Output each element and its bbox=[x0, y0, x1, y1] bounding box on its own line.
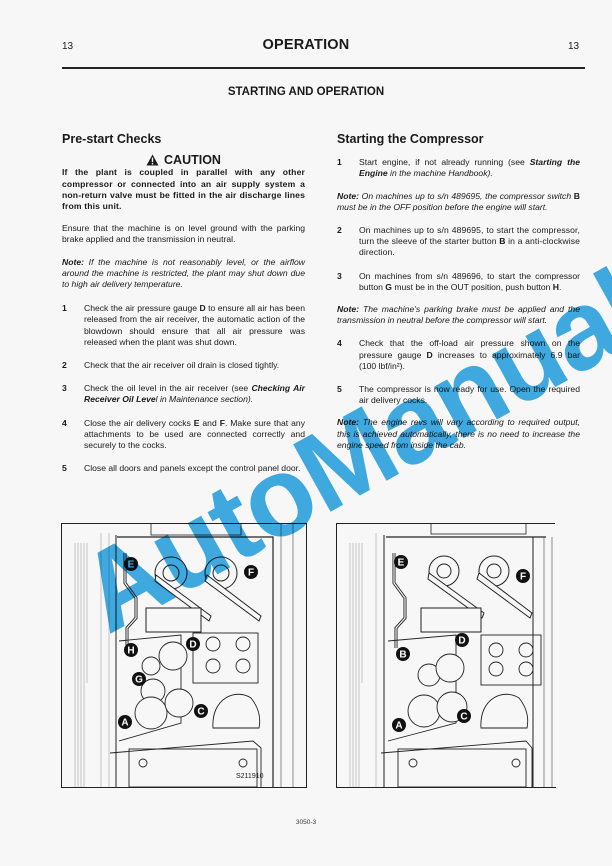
note-label: Note: bbox=[62, 256, 84, 267]
label-g: G bbox=[132, 672, 146, 686]
header-rule bbox=[62, 67, 585, 69]
svg-text:D: D bbox=[189, 640, 196, 651]
caution-text: If the plant is coupled in parallel with… bbox=[62, 167, 305, 212]
callout-labels: E F D B A C bbox=[392, 555, 530, 732]
svg-text:H: H bbox=[127, 646, 134, 657]
start-step-4: 4 Check that the off-load air pressure s… bbox=[337, 338, 580, 371]
note-engine-revs: Note: The engine revs will vary accordin… bbox=[337, 417, 580, 450]
label-d: D bbox=[186, 637, 200, 651]
svg-text:D: D bbox=[458, 636, 465, 647]
svg-text:F: F bbox=[248, 568, 254, 579]
svg-text:A: A bbox=[395, 721, 402, 732]
label-a: A bbox=[118, 715, 132, 729]
callout-labels: E F H D G A C bbox=[118, 557, 258, 729]
label-e: E bbox=[394, 555, 408, 569]
svg-text:E: E bbox=[128, 560, 135, 571]
step-1: 1 Check the air pressure gauge D to ensu… bbox=[62, 303, 305, 347]
svg-text:B: B bbox=[399, 650, 406, 661]
label-e: E bbox=[124, 557, 138, 571]
warning-triangle-icon bbox=[146, 154, 159, 166]
intro-text: Ensure that the machine is on level grou… bbox=[62, 223, 305, 245]
step-2: 2 Check that the air receiver oil drain … bbox=[62, 360, 280, 371]
caution-heading: CAUTION bbox=[62, 154, 305, 166]
starting-compressor-column: Starting the Compressor 1 Start engine, … bbox=[337, 132, 580, 451]
step-4: 4 Close the air delivery cocks E and F. … bbox=[62, 417, 305, 451]
section-title: STARTING AND OPERATION bbox=[227, 86, 385, 98]
caution-label: CAUTION bbox=[164, 153, 221, 168]
label-a: A bbox=[392, 718, 406, 732]
note-parking-brake: Note: The machine's parking brake must b… bbox=[337, 304, 580, 326]
pre-start-heading: Pre-start Checks bbox=[62, 132, 162, 146]
label-f: F bbox=[244, 565, 258, 579]
svg-text:A: A bbox=[121, 718, 128, 729]
note-switch-b: Note: On machines up to s/n 489695, the … bbox=[337, 190, 580, 212]
label-f: F bbox=[516, 569, 530, 583]
step-3: 3 Check the oil level in the air receive… bbox=[62, 383, 306, 405]
label-d: D bbox=[455, 633, 469, 647]
start-step-2: 2 On machines up to s/n 489695, to start… bbox=[337, 225, 580, 258]
starting-heading: Starting the Compressor bbox=[337, 132, 484, 146]
figure-control-panel-right: E F D B A C bbox=[336, 523, 556, 788]
footer-code: 3050-3 bbox=[295, 819, 317, 826]
page-number-left: 13 bbox=[62, 41, 74, 52]
note-level: Note: If the machine is not reasonably l… bbox=[62, 256, 305, 290]
control-panel-illustration: S211910 E F H D G A C bbox=[61, 523, 307, 788]
figure-control-panel-left: S211910 E F H D G A C bbox=[61, 523, 307, 788]
pre-start-checks-column: Pre-start Checks CAUTION If the plant is… bbox=[62, 132, 306, 474]
start-step-5: 5 The compressor is now ready for use. O… bbox=[337, 384, 580, 406]
svg-text:E: E bbox=[398, 558, 405, 569]
cross-reference: Checking Air Receiver Oil Leve bbox=[84, 383, 306, 405]
control-panel-illustration: E F D B A C bbox=[336, 523, 556, 788]
page-number-right: 13 bbox=[568, 41, 580, 52]
svg-text:C: C bbox=[460, 712, 467, 723]
step-5: 5 Close all doors and panels except the … bbox=[62, 463, 301, 474]
start-step-3: 3 On machines from s/n 489696, to start … bbox=[337, 270, 580, 292]
label-b: B bbox=[396, 647, 410, 661]
label-c: C bbox=[194, 704, 208, 718]
svg-text:G: G bbox=[135, 675, 143, 686]
start-step-1: 1 Start engine, if not already running (… bbox=[337, 157, 580, 179]
figure-code: S211910 bbox=[236, 773, 264, 780]
page-title: OPERATION bbox=[262, 37, 350, 53]
label-h: H bbox=[124, 643, 138, 657]
svg-text:F: F bbox=[520, 572, 526, 583]
svg-text:C: C bbox=[197, 707, 204, 718]
label-c: C bbox=[457, 709, 471, 723]
